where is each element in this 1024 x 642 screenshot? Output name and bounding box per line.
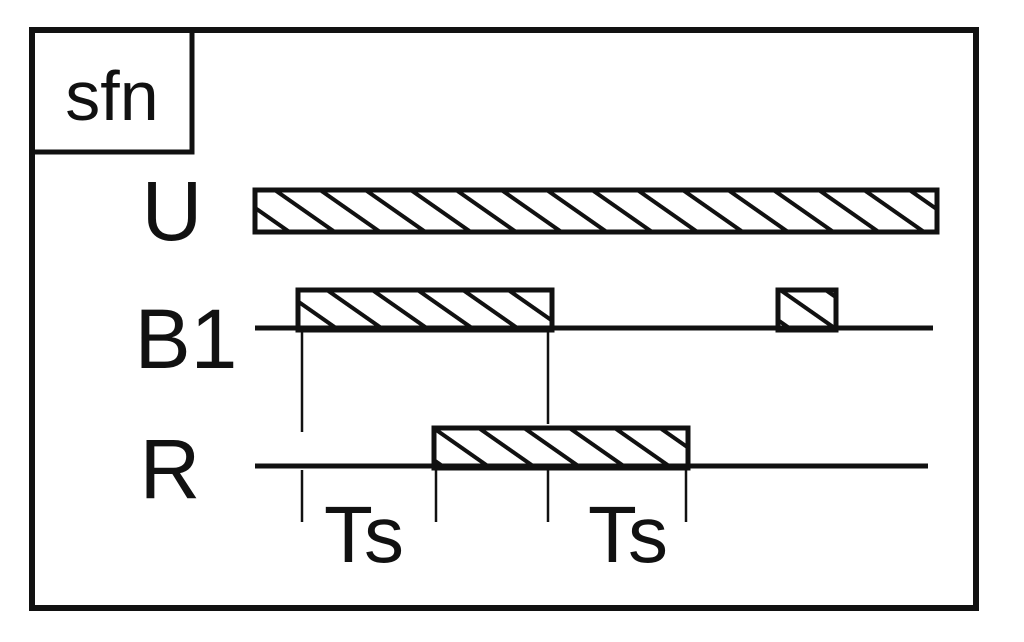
signal-label-b1: B1 <box>135 292 238 386</box>
signal-u-pulse <box>252 187 940 235</box>
signal-b1-pulse-2 <box>775 287 839 333</box>
signal-b1-pulse-1 <box>295 287 555 333</box>
signal-label-u: U <box>142 164 203 258</box>
delay-label-2: Ts <box>588 490 668 579</box>
function-badge-label: sfn <box>65 57 158 135</box>
delay-label-1: Ts <box>324 490 404 579</box>
diagram-frame <box>29 27 979 611</box>
signal-label-r: R <box>140 422 201 516</box>
function-badge-box <box>29 27 195 155</box>
signal-r-pulse <box>431 425 691 471</box>
